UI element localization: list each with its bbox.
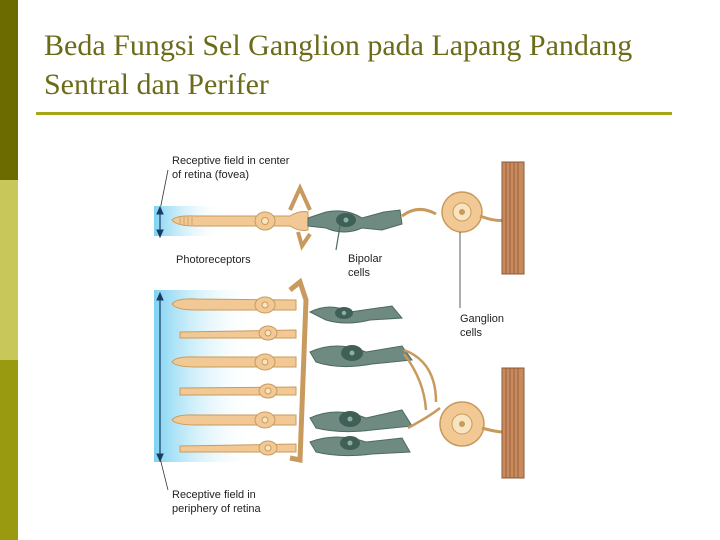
left-bar-segment-bottom xyxy=(0,360,18,540)
periphery-bipolar-cells xyxy=(308,305,413,457)
label-ganglion-line2: cells xyxy=(460,327,483,339)
periphery-receptive-field xyxy=(154,290,254,462)
nerve-bundle-top xyxy=(501,161,525,275)
pointer-rf-center xyxy=(159,169,169,211)
title-underline xyxy=(36,112,672,115)
retina-diagram: Receptive field in center of retina (fov… xyxy=(140,140,560,530)
label-rf-periphery-line1: Receptive field in xyxy=(172,489,256,501)
slide-title: Beda Fungsi Sel Ganglion pada Lapang Pan… xyxy=(44,29,633,101)
periphery-arrow xyxy=(156,291,164,463)
periphery-photoreceptor xyxy=(171,277,309,464)
label-bipolar-line2: cells xyxy=(348,267,371,279)
left-accent-bar xyxy=(0,0,18,540)
nerve-bundle-bottom xyxy=(501,367,525,479)
label-photoreceptors: Photoreceptors xyxy=(176,254,251,266)
pointer-rf-periphery xyxy=(159,457,169,491)
label-rf-center-line1: Receptive field in center xyxy=(172,155,290,167)
fovea-bipolar-cell xyxy=(307,209,403,251)
fovea-arrow xyxy=(156,205,164,239)
label-ganglion-line1: Ganglion xyxy=(460,313,504,325)
label-rf-center-line2: of retina (fovea) xyxy=(172,169,249,181)
left-bar-segment-middle xyxy=(0,180,18,360)
label-rf-periphery-line2: periphery of retina xyxy=(172,503,262,515)
retina-diagram-svg: Receptive field in center of retina (fov… xyxy=(154,155,525,515)
label-bipolar-line1: Bipolar xyxy=(348,253,383,265)
fovea-photoreceptor xyxy=(171,183,312,251)
periphery-ganglion-cell xyxy=(403,348,505,447)
fovea-ganglion-cell xyxy=(401,191,505,233)
left-bar-segment-top xyxy=(0,0,18,180)
